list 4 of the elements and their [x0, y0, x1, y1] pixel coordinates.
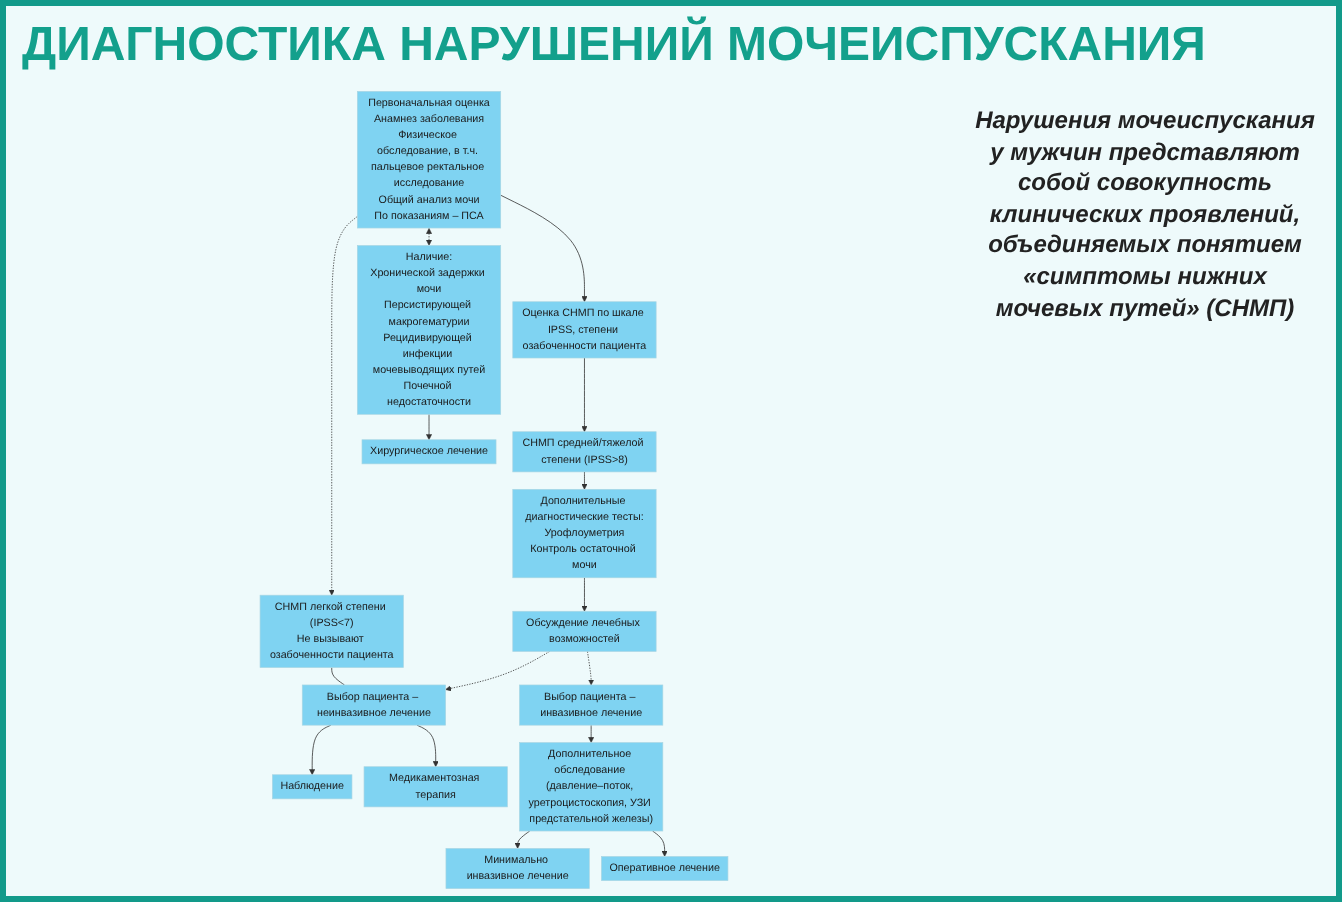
connector [331, 667, 345, 686]
diagram-title: ДИАГНОСТИКА НАРУШЕНИЙ МОЧЕИСПУСКАНИЯ [22, 18, 1208, 74]
note-text: Нарушения мочеиспускания у мужчин представляют собой совокупность клинических проявлений, объединяемых понятием «симптомы нижних мочевых путей» (СНМП) [973, 106, 1317, 325]
arrow [426, 228, 432, 246]
